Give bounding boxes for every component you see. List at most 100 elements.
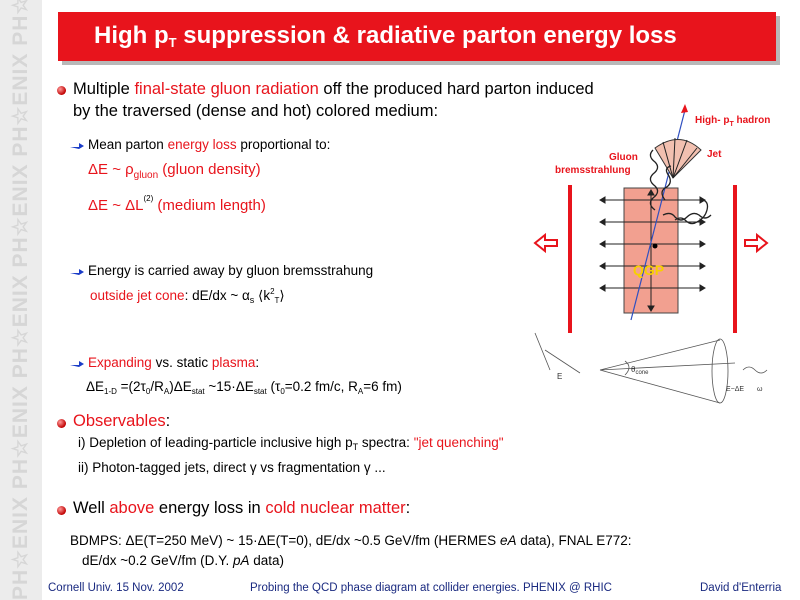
gluon-curl: [674, 199, 709, 225]
text: : dE/dx ~ α: [184, 288, 250, 303]
cone-label-e-minus: E−ΔE: [726, 386, 744, 393]
bullet-icon: [57, 86, 66, 95]
text: θ: [631, 365, 636, 374]
observables-heading: Observables:: [73, 412, 170, 431]
text-sub: cone: [635, 370, 649, 376]
text: High- p: [695, 115, 729, 126]
text-sub: 0: [280, 387, 285, 396]
text-italic: pA: [232, 553, 250, 568]
text: /R: [150, 379, 164, 394]
text-sub: T: [352, 442, 359, 452]
text: Multiple: [73, 80, 135, 98]
jet-cone-diagram: E θcone E−ΔE ω: [534, 332, 768, 404]
text-sub: gluon: [133, 170, 159, 181]
angle-arc: [624, 360, 630, 376]
text: (medium length): [153, 197, 266, 214]
text: ⟩: [279, 288, 285, 303]
text: off the produced hard parton induced: [318, 80, 594, 98]
eq-expanding-plasma: ΔE1-D =(2τ0/RA)ΔEstat ~15·ΔEstat (τ0=0.2…: [86, 379, 402, 396]
text-red: plasma: [211, 355, 256, 370]
text: Mean parton: [88, 137, 168, 152]
eq-gluon-density: ΔE ~ ρgluon (gluon density): [88, 161, 261, 181]
slide-title: High pT suppression & radiative parton e…: [58, 12, 776, 61]
sub2-line1: Energy is carried away by gluon bremsstr…: [88, 263, 374, 278]
cone-edge: [599, 339, 721, 404]
text: dE/dx ~0.2 GeV/fm (D.Y.: [82, 553, 233, 568]
gluon-label-1: Gluon: [609, 152, 638, 163]
bullet3-line: Well above energy loss in cold nuclear m…: [73, 499, 410, 518]
bullet1-line2: by the traversed (dense and hot) colored…: [73, 102, 439, 120]
text-red: outside jet cone: [90, 288, 185, 303]
left-wall: [568, 185, 572, 333]
text: (τ: [266, 379, 281, 394]
text-italic: eA: [499, 533, 517, 548]
title-part2: suppression & radiative parton energy lo…: [176, 22, 677, 49]
title-part1: High p: [94, 22, 169, 49]
text-sub: stat: [191, 387, 205, 396]
gluon-curl: [649, 149, 659, 211]
text: (gluon density): [158, 161, 261, 178]
observable-ii: ii) Photon-tagged jets, direct γ vs frag…: [78, 460, 386, 475]
text: data): [249, 553, 284, 568]
text-red: Expanding: [88, 355, 152, 370]
hadron-label: High- pT hadron: [695, 115, 770, 128]
text-sub: 1-D: [104, 387, 117, 396]
footer-center: Probing the QCD phase diagram at collide…: [250, 582, 612, 594]
phenix-logo-text: PH☆ENIX PH☆ENIX PH☆ENIX PH☆ENIX PH☆ENIX …: [9, 0, 32, 600]
bullet1-line1: Multiple final-state gluon radiation off…: [73, 80, 594, 99]
vertex-dot: [652, 243, 658, 249]
text-sub: 0: [145, 387, 151, 396]
jet-cone: [654, 139, 702, 179]
qgp-label: QGP: [633, 262, 664, 278]
footer-right: David d'Enterria: [700, 582, 782, 594]
text-sup: (2): [143, 194, 154, 203]
footer-left: Cornell Univ. 15 Nov. 2002: [48, 582, 184, 594]
bdmps-line2: dE/dx ~0.2 GeV/fm (D.Y. pA data): [82, 553, 284, 568]
text-red: final-state gluon radiation: [134, 80, 319, 98]
text: i) Depletion of leading-particle inclusi…: [78, 435, 353, 450]
sub2-line2: outside jet cone: dE/dx ~ αs ⟨k2T⟩: [90, 287, 285, 305]
text: hadron: [734, 115, 771, 126]
sidebar-watermark: PH☆ENIX PH☆ENIX PH☆ENIX PH☆ENIX PH☆ENIX …: [0, 0, 42, 600]
text: energy loss in: [154, 499, 266, 517]
radiated-gluon: [742, 366, 768, 374]
hadron-arrow-icon: [681, 104, 688, 113]
text: data), FNAL E772:: [516, 533, 632, 548]
text: :: [165, 412, 171, 430]
cone-mouth: [711, 338, 729, 404]
text: BDMPS: ΔE(T=250 MeV) ~ 15·ΔE(T=0), dE/dx…: [70, 533, 500, 548]
jet-particles: [662, 137, 698, 179]
text-sub: A: [357, 387, 364, 396]
text: :: [255, 355, 260, 370]
cone-label-omega: ω: [757, 386, 763, 393]
text-red: Observables: [73, 412, 166, 430]
text: ΔE: [86, 379, 105, 394]
text: vs. static: [151, 355, 212, 370]
cone-label-e: E: [557, 372, 562, 381]
text: =(2τ: [116, 379, 146, 394]
text-sub: A: [163, 387, 170, 396]
text: ΔE ~ ΔL: [88, 197, 144, 214]
sub3-line1: Expanding vs. static plasma:: [88, 355, 259, 370]
jet-axis: [599, 362, 736, 371]
text: ⟨k: [254, 288, 271, 303]
text-sub: s: [249, 295, 255, 305]
text: =6 fm): [363, 379, 402, 394]
text-sup: 2: [270, 287, 275, 296]
cone-label-theta: θcone: [631, 365, 649, 376]
jet-label: Jet: [707, 149, 722, 160]
title-sub: T: [168, 35, 177, 50]
text: Well: [73, 499, 110, 517]
text: ΔE ~ ρ: [88, 161, 134, 178]
qgp-jet-diagram: High- pT hadron Jet Gluon bremsstrahlung…: [533, 104, 770, 333]
gluon-label-2: bremsstrahlung: [555, 165, 631, 176]
text: =0.2 fm/c, R: [284, 379, 358, 394]
text: spectra:: [358, 435, 414, 450]
text: ~15·ΔE: [204, 379, 254, 394]
arrow-bullet-icon: [70, 269, 84, 275]
right-wall: [733, 185, 737, 333]
text: )ΔE: [169, 379, 192, 394]
bullet-icon: [57, 419, 66, 428]
left-arrow-icon: [533, 232, 558, 254]
gluon-curl: [661, 165, 672, 201]
